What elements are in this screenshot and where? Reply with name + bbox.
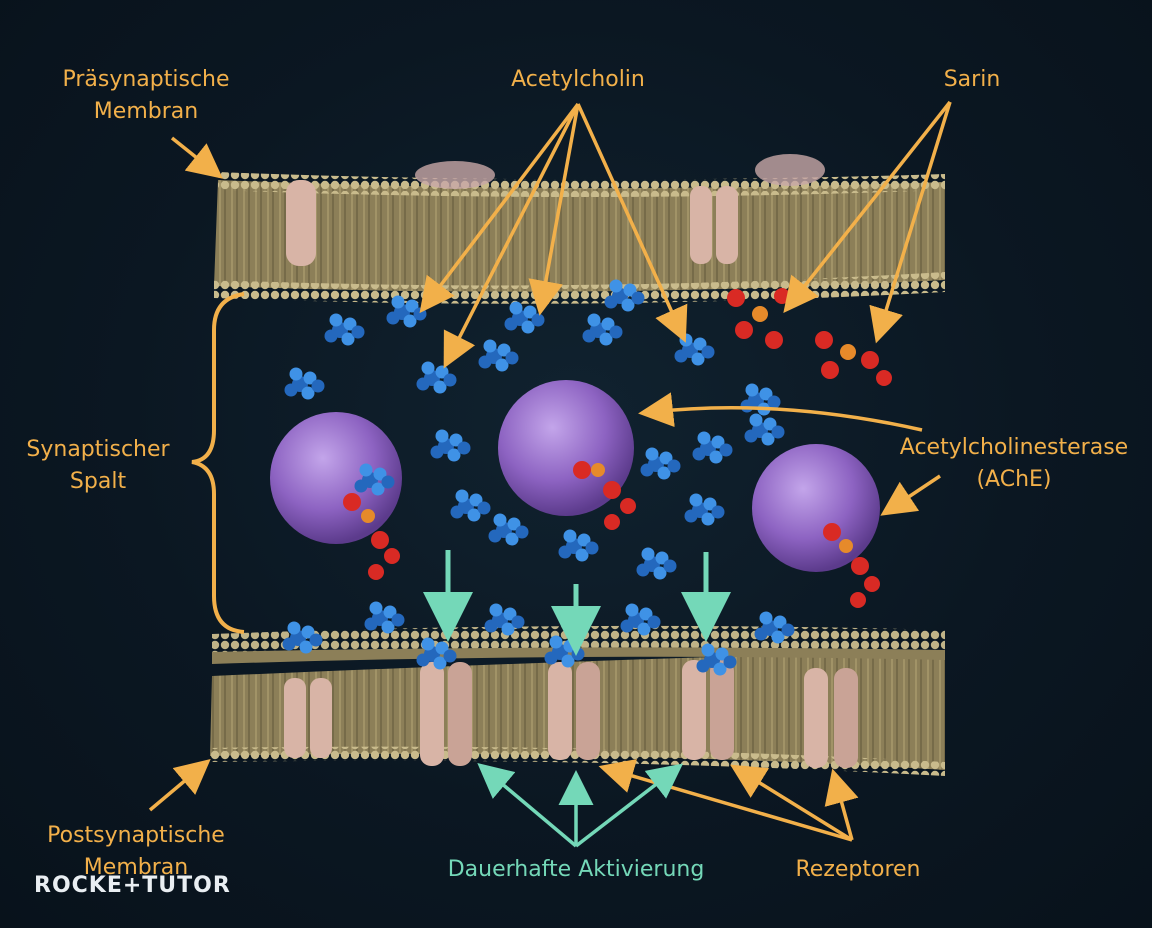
acetylcholine-molecule [582, 313, 623, 346]
acetylcholine-molecule [754, 611, 795, 644]
acetylcholine-molecule [620, 603, 661, 636]
cleft-label-line2: Spalt [70, 469, 127, 494]
acetylcholine-molecules [282, 279, 795, 676]
membrane-channel [716, 186, 738, 264]
acetylcholine-molecule [354, 463, 395, 496]
receptors-label: Rezeptoren [795, 857, 920, 882]
acetylcholine-molecule [504, 301, 545, 334]
ache-label-line2: (AChE) [976, 467, 1051, 492]
activation-label: Dauerhafte Aktivierung [448, 857, 705, 882]
acetylcholine-molecule [430, 429, 471, 462]
cleft-brace [191, 292, 245, 634]
membrane-channel [286, 180, 316, 266]
acetylcholine-molecule [744, 413, 785, 446]
acetylcholine-molecule [284, 367, 325, 400]
receptor [548, 662, 572, 760]
presynaptic-membrane [214, 154, 945, 304]
postsynaptic-label-line1: Postsynaptische [47, 823, 225, 848]
acetylcholine-molecule [282, 621, 323, 654]
activation-arrows [423, 550, 731, 848]
receptor [310, 678, 332, 758]
receptor [448, 662, 472, 766]
sarin-molecule [573, 461, 636, 530]
acetylcholine-molecule [696, 643, 737, 676]
receptor [804, 668, 828, 768]
acetylcholine-molecule [484, 603, 525, 636]
sarin-molecule [815, 331, 892, 386]
acetylcholine-molecule [640, 447, 681, 480]
acetylcholine-molecule [692, 431, 733, 464]
acetylcholine-molecule [386, 295, 427, 328]
acetylcholine-molecule [674, 333, 715, 366]
acetylcholine-molecule [488, 513, 529, 546]
presynaptic-label-line2: Membran [94, 99, 198, 124]
membrane-channel [690, 186, 712, 264]
receptor [834, 668, 858, 768]
acetylcholine-molecule [450, 489, 491, 522]
receptor [284, 678, 306, 758]
postsynaptic-label-line2: Membran [84, 855, 188, 880]
sarin-molecule [343, 493, 400, 580]
sarin-molecule [823, 523, 880, 608]
acetylcholine-molecule [324, 313, 365, 346]
receptor [682, 660, 706, 760]
receptor-group [284, 660, 858, 768]
acetylcholine-molecule [364, 601, 405, 634]
receptor [420, 662, 444, 766]
acetylcholine-molecule [684, 493, 725, 526]
acetylcholine-molecule [604, 279, 645, 312]
acetylcholine-molecule [636, 547, 677, 580]
ache-enzyme [498, 380, 634, 516]
presynaptic-label-line1: Präsynaptische [62, 67, 229, 92]
cleft-label-line1: Synaptischer [26, 437, 170, 462]
acetylcholine-molecule [478, 339, 519, 372]
receptor [710, 660, 734, 760]
acetylcholine-label: Acetylcholin [511, 67, 645, 92]
acetylcholine-molecule [558, 529, 599, 562]
receptor [576, 662, 600, 760]
acetylcholine-molecule [416, 361, 457, 394]
ache-enzyme [752, 444, 880, 572]
label-arrows [148, 100, 952, 842]
ache-label-line1: Acetylcholinesterase [900, 435, 1128, 460]
rockettutor-logo: ROCKE+TUTOR [34, 873, 231, 898]
sarin-label: Sarin [944, 67, 1001, 92]
